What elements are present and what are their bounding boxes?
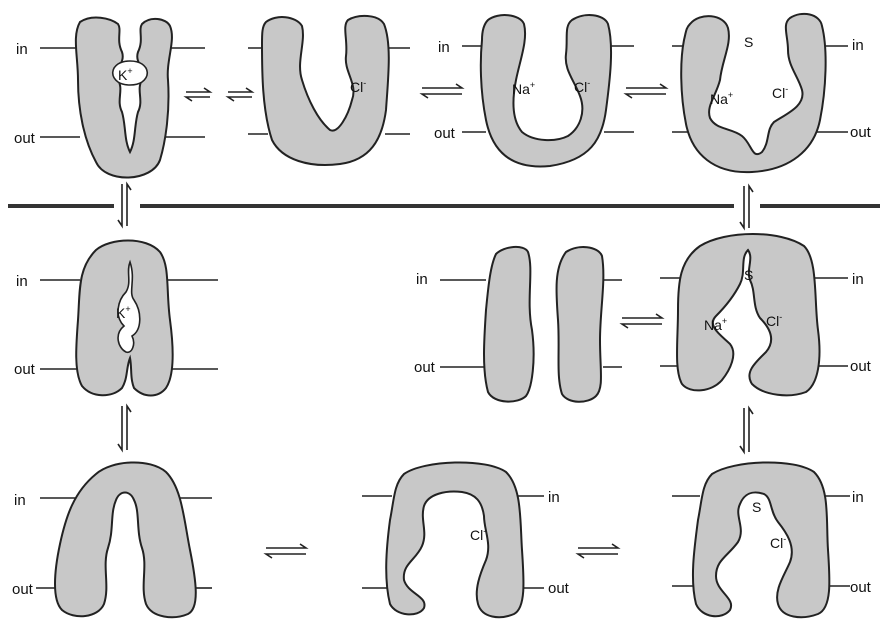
label-in: in: [438, 39, 450, 56]
equilibrium-arrow-vertical: [118, 184, 131, 226]
transporter-protein: [693, 462, 829, 617]
equilibrium-arrow-vertical: [740, 186, 753, 228]
equilibrium-arrow: [422, 84, 462, 98]
equilibrium-arrow: [266, 544, 306, 558]
transporter-protein: [76, 18, 172, 178]
label-in: in: [852, 489, 864, 506]
transporter-protein: [681, 14, 825, 172]
ion-cl: Cl-: [470, 526, 486, 543]
state-s-cl-open-out: in out S Cl-: [672, 462, 872, 617]
label-in: in: [852, 37, 864, 54]
label-out: out: [850, 124, 872, 141]
label-in: in: [852, 271, 864, 288]
transporter-half-left: [484, 247, 534, 402]
label-out: out: [14, 130, 36, 147]
ion-cl: Cl-: [772, 84, 788, 101]
state-k-bound: in out K+: [14, 241, 218, 396]
label-out: out: [434, 125, 456, 142]
state-split-halves: in out: [414, 247, 622, 402]
ion-na: Na+: [710, 90, 733, 107]
label-out: out: [548, 580, 570, 597]
label-in: in: [416, 271, 428, 288]
state-na-cl-s-bound: in out S Na+ Cl-: [672, 14, 872, 172]
transporter-protein: [262, 16, 389, 165]
equilibrium-arrow: [622, 314, 662, 328]
label-out: out: [14, 361, 36, 378]
label-out: out: [850, 579, 872, 596]
state-empty-open-out: in out: [12, 462, 212, 617]
equilibrium-arrow: [186, 88, 252, 101]
state-na-cl-s-open-out: in out S Na+ Cl-: [660, 234, 872, 395]
transporter-protein: [386, 462, 523, 617]
label-in: in: [14, 492, 26, 509]
label-out: out: [414, 359, 436, 376]
state-k-open-top: in out K+: [14, 18, 205, 178]
transporter-protein: [55, 462, 196, 617]
transporter-half-right: [556, 247, 603, 402]
label-out: out: [850, 358, 872, 375]
equilibrium-arrow: [626, 84, 666, 98]
equilibrium-arrow-vertical: [740, 408, 753, 452]
label-out: out: [12, 581, 34, 598]
transporter-protein: [481, 15, 611, 166]
ion-s: S: [744, 34, 753, 50]
ion-cl: Cl-: [770, 534, 786, 551]
label-in: in: [16, 41, 28, 58]
transporter-protein: [677, 234, 820, 395]
ion-s: S: [752, 499, 761, 515]
ion-s: S: [744, 267, 753, 283]
equilibrium-arrow-vertical: [118, 406, 131, 450]
ion-na: Na+: [704, 316, 727, 333]
label-in: in: [16, 273, 28, 290]
state-cl-bound-open-out: in out Cl-: [362, 462, 570, 617]
state-na-cl-bound: in out Na+ Cl-: [434, 15, 634, 166]
ion-na: Na+: [512, 80, 535, 97]
equilibrium-arrow: [578, 544, 618, 558]
label-in: in: [548, 489, 560, 506]
state-cl-bound-open-bottom: Cl-: [248, 16, 410, 165]
